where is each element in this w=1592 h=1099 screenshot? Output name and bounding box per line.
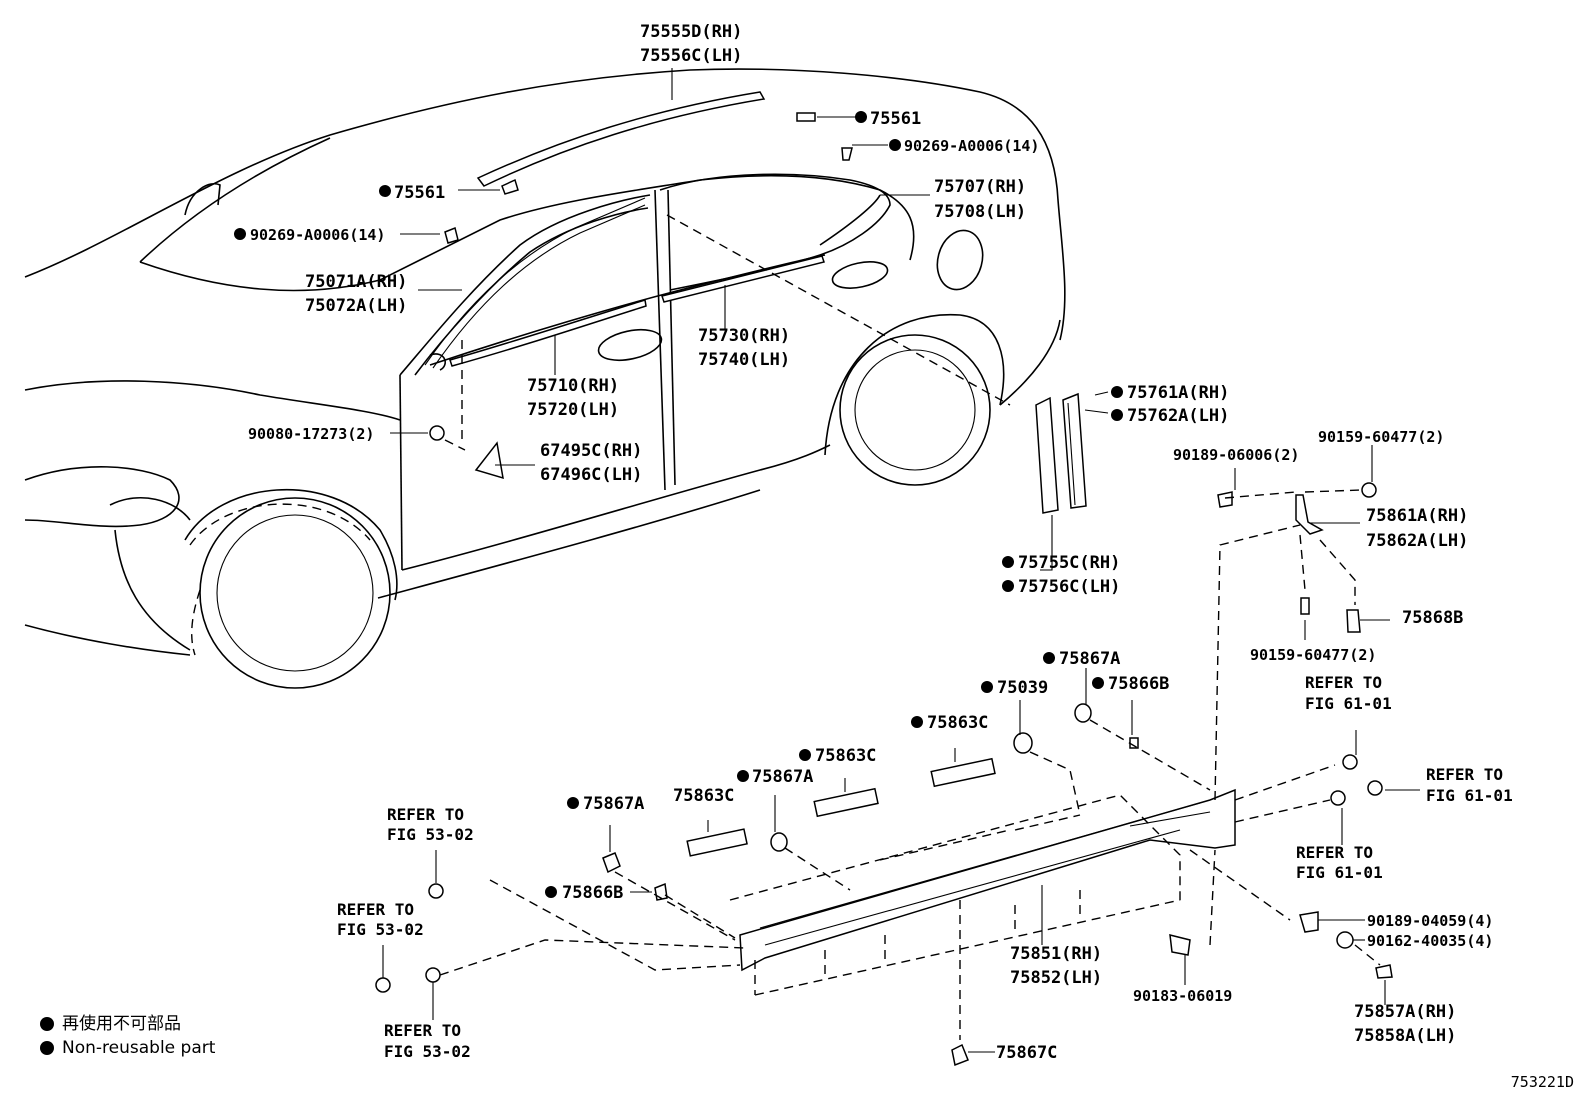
label-75555d: 75555D(RH) <box>640 22 742 42</box>
label-75858a: 75858A(LH) <box>1354 1026 1456 1046</box>
label-75851: 75851(RH) <box>1010 944 1102 964</box>
label-75863c-mid: 75863C <box>815 746 876 766</box>
refer-r3-line1: REFER TO <box>1296 843 1373 862</box>
label-75072a: 75072A(LH) <box>305 296 407 316</box>
sticker-75863c-left <box>686 828 748 857</box>
refer-r2-line2: FIG 61-01 <box>1426 786 1513 805</box>
solid-leaders <box>382 68 1420 1053</box>
sticker-75863c-mid <box>813 787 879 818</box>
front-door-frame-moulding <box>424 197 646 366</box>
refer-l3-line1: REFER TO <box>384 1021 461 1040</box>
rocker-clips <box>375 112 1393 1067</box>
label-75857a: 75857A(RH) <box>1354 1002 1456 1022</box>
label-75852: 75852(LH) <box>1010 968 1102 988</box>
pillar-dash-leader <box>666 214 1011 406</box>
label-75561-left: 75561 <box>394 183 445 203</box>
roof-moulding <box>476 91 766 187</box>
label-75720: 75720(LH) <box>527 400 619 420</box>
label-75867a-mid: 75867A <box>752 767 813 787</box>
quarter-window-garnish <box>474 441 504 480</box>
label-90080: 90080-17273(2) <box>248 425 374 443</box>
refer-l2-line2: FIG 53-02 <box>337 920 424 939</box>
label-90159-top: 90159-60477(2) <box>1318 428 1444 446</box>
dashed-leaders <box>439 340 1381 1040</box>
front-belt-moulding <box>449 299 647 367</box>
label-75867c: 75867C <box>996 1043 1057 1063</box>
label-75863c-right: 75863C <box>927 713 988 733</box>
label-75867a-left: 75867A <box>583 794 644 814</box>
label-75861a: 75861A(RH) <box>1366 506 1468 526</box>
rocker-dashed-boxes <box>729 794 1181 996</box>
refer-r2-line1: REFER TO <box>1426 765 1503 784</box>
label-75868b: 75868B <box>1402 608 1463 628</box>
label-67495c: 67495C(RH) <box>540 441 642 461</box>
label-67496c: 67496C(LH) <box>540 465 642 485</box>
label-75867a-top: 75867A <box>1059 649 1120 669</box>
label-75740: 75740(LH) <box>698 350 790 370</box>
refer-r1-line2: FIG 61-01 <box>1305 694 1392 713</box>
label-75556c: 75556C(LH) <box>640 46 742 66</box>
refer-r1-line1: REFER TO <box>1305 673 1382 692</box>
label-75730: 75730(RH) <box>698 326 790 346</box>
refer-r3-line2: FIG 61-01 <box>1296 863 1383 882</box>
label-75762a: 75762A(LH) <box>1127 406 1229 426</box>
label-75039: 75039 <box>997 678 1048 698</box>
front-door-frame-inner <box>432 204 646 369</box>
refer-l1-line1: REFER TO <box>387 805 464 824</box>
refer-l1-line2: FIG 53-02 <box>387 825 474 844</box>
label-90159-bottom: 90159-60477(2) <box>1250 646 1376 664</box>
sticker-75863c-right <box>930 757 996 788</box>
label-90189-04059: 90189-04059(4) <box>1367 912 1493 930</box>
diagram-id: 753221D <box>1510 1073 1574 1091</box>
rear-belt-moulding <box>661 255 825 303</box>
label-75561-top: 75561 <box>870 109 921 129</box>
label-75708: 75708(LH) <box>934 202 1026 222</box>
label-75707: 75707(RH) <box>934 177 1026 197</box>
label-75866b-top: 75866B <box>1108 674 1169 694</box>
label-75755c: 75755C(RH) <box>1018 553 1120 573</box>
bullet-icon <box>40 1041 54 1055</box>
label-75862a: 75862A(LH) <box>1366 531 1468 551</box>
label-90269-top: 90269-A0006(14) <box>904 137 1039 155</box>
part-labels: 75555D(RH) 75556C(LH) 75561 90269-A0006(… <box>248 22 1513 1063</box>
label-90183: 90183-06019 <box>1133 987 1232 1005</box>
label-75756c: 75756C(LH) <box>1018 577 1120 597</box>
label-90162: 90162-40035(4) <box>1367 932 1493 950</box>
label-90269-left: 90269-A0006(14) <box>250 226 385 244</box>
legend-item-en: Non-reusable part <box>40 1036 215 1060</box>
refer-l2-line1: REFER TO <box>337 900 414 919</box>
refer-l3-line2: FIG 53-02 <box>384 1042 471 1061</box>
label-75710: 75710(RH) <box>527 376 619 396</box>
bullet-icon <box>40 1017 54 1031</box>
pillar-garnish <box>1035 392 1087 514</box>
legend-item-ja: 再使用不可部品 <box>40 1012 215 1036</box>
legend: 再使用不可部品 Non-reusable part <box>40 1012 215 1060</box>
label-75866b-left: 75866B <box>562 883 623 903</box>
non-reusable-dots <box>234 111 1123 898</box>
label-90189-06006: 90189-06006(2) <box>1173 446 1299 464</box>
label-75761a: 75761A(RH) <box>1127 383 1229 403</box>
label-75863c-left: 75863C <box>673 786 734 806</box>
clip-90080 <box>429 425 445 441</box>
rocker-panel <box>739 788 1236 972</box>
label-75071a: 75071A(RH) <box>305 272 407 292</box>
